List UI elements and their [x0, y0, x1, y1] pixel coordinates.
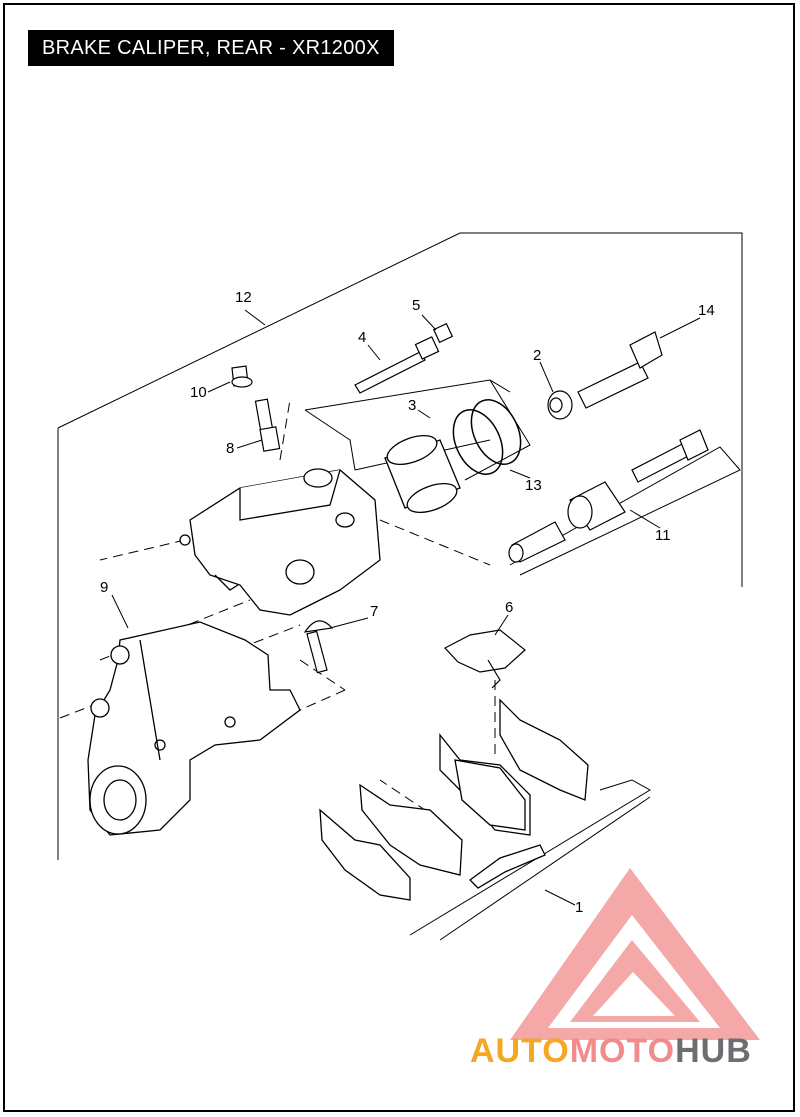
callout-5: 5 [412, 297, 420, 314]
bleeder-valve-part [231, 365, 281, 452]
callout-4: 4 [358, 329, 366, 346]
retaining-pin-part [303, 620, 334, 674]
callout-13: 13 [525, 477, 542, 494]
watermark-part-auto: AUTO [470, 1032, 570, 1070]
caliper-housing-part [179, 468, 381, 616]
leader-lines [111, 309, 701, 906]
piston-part [384, 434, 461, 514]
piston-seal-part [452, 399, 522, 475]
guide-pin-part [354, 322, 454, 394]
caliper-bracket-part [87, 621, 301, 836]
page-frame [3, 3, 795, 1112]
boot-part [547, 390, 573, 420]
assembly-frames [57, 232, 743, 941]
watermark-part-hub: HUB [675, 1032, 752, 1070]
watermark-logo-icon [510, 868, 760, 1040]
pin-assembly-part [508, 429, 709, 563]
callout-7: 7 [370, 603, 378, 620]
callout-8: 8 [226, 440, 234, 457]
callout-9: 9 [100, 579, 108, 596]
callout-3: 3 [408, 397, 416, 414]
callout-14: 14 [698, 302, 715, 319]
dashed-guide-lines [59, 399, 496, 821]
callout-1: 1 [575, 899, 583, 916]
diagram-title: BRAKE CALIPER, REAR - XR1200X [28, 30, 394, 66]
callout-10: 10 [190, 384, 207, 401]
callout-2: 2 [533, 347, 541, 364]
watermark-part-moto: MOTO [569, 1032, 676, 1070]
callout-labels: 12 5 4 2 14 10 3 8 13 11 9 7 6 1 [100, 289, 715, 916]
watermark-text: AUTOMOTOHUB [470, 1032, 752, 1071]
callout-12: 12 [235, 289, 252, 306]
mounting-bolt-part [577, 331, 663, 409]
brake-pads-part [319, 698, 589, 901]
spring-clip-part [444, 629, 526, 689]
callout-6: 6 [505, 599, 513, 616]
callout-11: 11 [655, 527, 671, 544]
